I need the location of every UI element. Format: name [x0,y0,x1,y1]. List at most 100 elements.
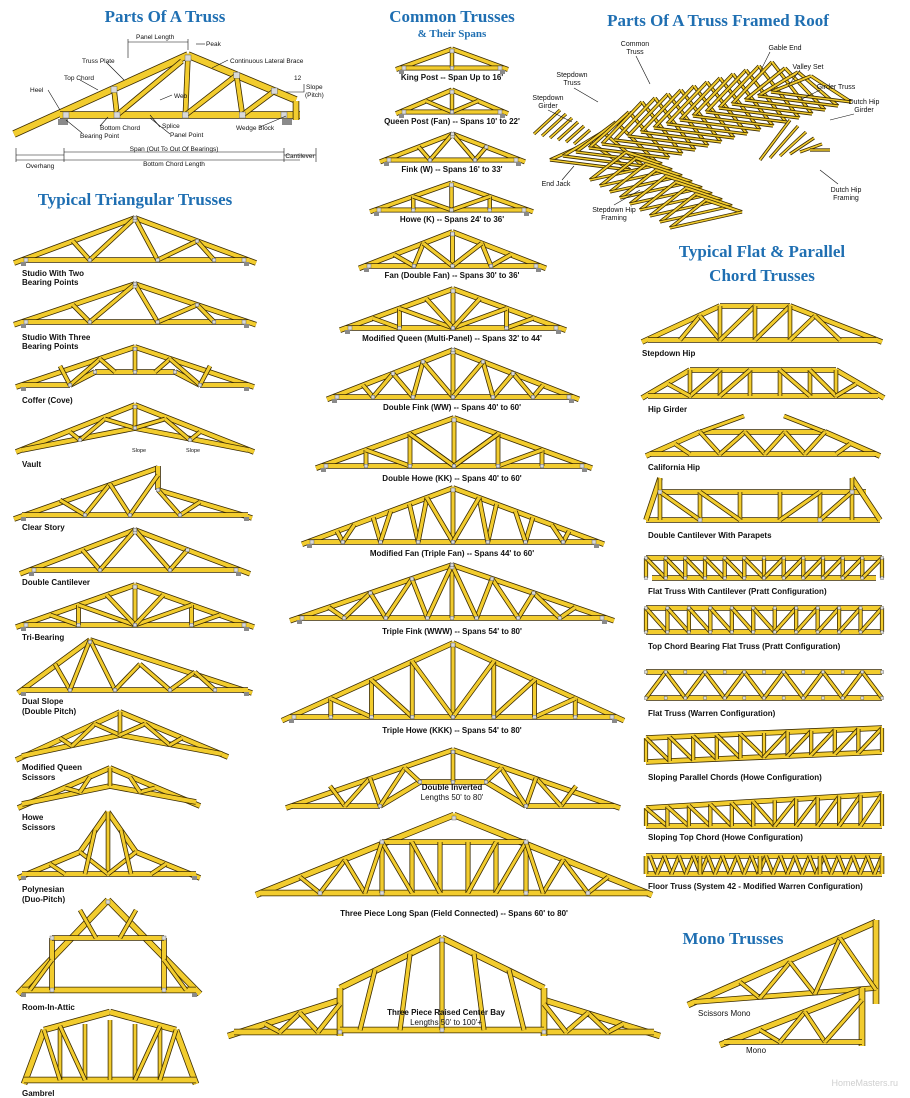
web [763,731,789,758]
truss-plate [88,640,92,644]
truss-plate [722,576,727,580]
web [666,805,690,827]
truss-plate [328,715,333,719]
web [861,557,883,579]
web [71,240,91,262]
web [49,613,80,627]
common-label-12-name: Double Inverted [422,783,483,792]
truss-plate [189,623,194,627]
web [786,855,797,875]
common-label-8: Double Howe (KK) -- Spans 40' to 60' [382,474,521,483]
label-bearing-point: Bearing Point [80,133,119,140]
truss-plate [663,576,668,580]
truss-plate [665,630,670,634]
web [739,980,761,1000]
truss-plate [609,714,615,720]
web [858,855,869,875]
top-chord [645,792,883,810]
end-jack [541,113,567,137]
web [542,1002,568,1034]
truss-plate [133,405,137,409]
truss-plate [213,688,217,692]
truss-plate [239,111,246,119]
end-jack [549,117,573,139]
tri-label-5: Clear Story [22,523,65,532]
web [684,671,707,699]
web [813,314,842,342]
truss-plate [484,145,489,149]
truss-plate [644,556,648,560]
common-label-9: Modified Fan (Triple Fan) -- Spans 44' t… [370,549,534,558]
roof-truss [627,135,709,147]
bearing-block [364,268,369,272]
truss-plate [78,438,82,442]
roof-truss [744,99,826,111]
web [645,807,669,827]
web [684,557,706,579]
end-jack [557,121,579,141]
web [190,613,221,627]
web [88,282,137,324]
truss-plate [337,1029,343,1035]
truss-plate [411,395,415,399]
dutch-hip-framing [779,131,807,157]
truss-plate [451,417,457,423]
roof-leader-line [787,69,801,87]
top-chord [719,987,863,1048]
roof-truss [666,81,708,125]
bearing-block [244,627,249,631]
web [816,607,841,633]
truss-plate [366,263,372,269]
web [407,503,420,543]
top-chord [134,583,255,630]
truss-plate [837,606,841,610]
roof-truss [627,93,669,137]
parts-annotation-labels: Panel Length Peak Truss Plate Continuous… [26,34,324,170]
web [453,432,499,468]
web [412,195,452,212]
web [703,671,726,699]
truss-plate [644,696,648,700]
web [819,490,853,522]
common-label-1: King Post -- Span Up to 16' [401,73,503,82]
truss-plate [49,987,55,993]
top-chord [21,1029,47,1085]
roof-truss [601,143,683,155]
web [83,483,112,516]
label-splice: Splice [162,123,180,130]
roof-truss [588,111,630,149]
web [58,1025,87,1081]
web [391,372,415,399]
label-slope: Slope [306,84,323,91]
truss-plate [132,584,138,590]
web [559,785,578,807]
web [763,557,785,579]
web [365,448,411,468]
roof-label-stepdown-girder-1: Stepdown [532,95,563,102]
roof-truss [640,89,682,133]
bearing-block [21,262,26,266]
truss-plate [821,670,825,674]
truss-plate [241,319,247,325]
bearing-block [516,162,521,166]
top-chord [16,898,110,996]
truss-plate [451,348,455,352]
truss-plate [428,158,432,162]
web [361,384,375,399]
truss-plate [742,576,747,580]
bearing-block [21,627,26,631]
web [788,961,817,995]
web [783,430,807,456]
web [107,850,137,876]
web [451,496,481,543]
truss-plate [489,264,493,268]
flat-label-7: Flat Truss (Warren Configuration) [648,709,776,718]
truss-plate [523,839,529,845]
truss-plate [450,231,455,237]
truss-plate [68,688,72,692]
tri-label-8b: (Double Pitch) [22,707,77,716]
web [451,195,491,212]
roof-label-stepdown-truss-2: Truss [563,80,581,87]
web [531,384,545,399]
label-lateral-brace: Continuous Lateral Brace [230,58,304,65]
